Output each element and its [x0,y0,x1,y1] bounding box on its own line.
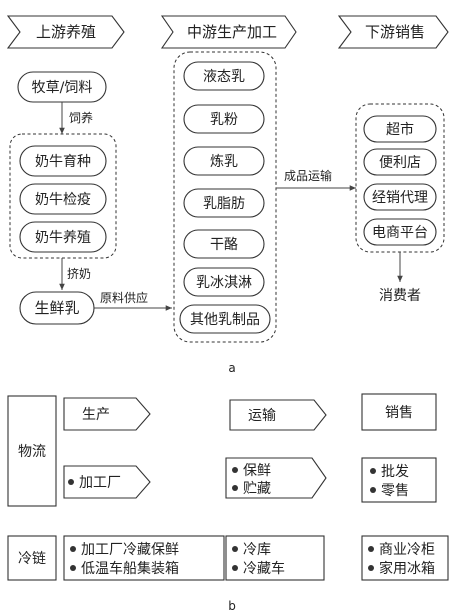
node-liquid-milk: 液态乳 [183,61,265,91]
production-item-box: 加工厂 [63,465,151,499]
milking-edge-label: 挤奶 [67,266,91,281]
node-milk-fat: 乳脂肪 [183,188,265,218]
node-milk-powder: 乳粉 [183,104,265,134]
transport-item-fresh: 保鲜 [243,463,271,479]
stage-downstream-label: 下游销售 [365,23,425,41]
ice-cream-label: 乳冰淇淋 [196,275,252,291]
transport-tag: 运输 [229,399,327,431]
transport-edge-label: 成品运输 [284,168,332,183]
sales-item-retail: 零售 [381,483,409,499]
stage-midstream-label: 中游生产加工 [187,23,277,41]
cold-sales-item-1-bullet [368,546,374,552]
stage-midstream-chevron: 中游生产加工 [160,15,297,49]
transport-items-box: 保鲜 贮藏 [225,457,327,499]
production-tag: 生产 [63,397,151,431]
cold-transport-item-2-bullet [232,565,238,571]
supply-edge-label: 原料供应 [100,290,148,305]
cold-production-box: 加工厂冷藏保鲜 低温车船集装箱 [63,535,225,581]
sales-tag-label: 销售 [385,405,413,421]
caption-b: b [228,599,236,613]
node-cow-quarantine: 奶牛检疫 [19,183,107,215]
node-supermarket: 超市 [363,115,437,143]
node-convenience-store: 便利店 [363,148,437,176]
consumer-label: 消费者 [379,288,421,304]
milk-powder-label: 乳粉 [210,112,238,128]
node-distributor: 经销代理 [363,183,437,211]
sales-item-wholesale: 批发 [381,464,409,480]
ecommerce-label: 电商平台 [372,225,428,241]
cold-transport-box: 冷库 冷藏车 [225,535,325,581]
node-cheese: 干酪 [183,229,265,259]
production-item-label-bullet [68,479,74,485]
transport-item-storage-bullet [232,485,238,491]
production-item-label: 加工厂 [79,475,121,491]
condensed-milk-label: 炼乳 [210,154,238,170]
transport-item-storage: 贮藏 [243,481,271,497]
stage-upstream-chevron: 上游养殖 [6,15,125,49]
node-cow-raising: 奶牛养殖 [19,221,107,253]
milk-fat-label: 乳脂肪 [203,196,245,212]
cold-production-item-1-bullet [70,546,76,552]
cold-transport-item-2: 冷藏车 [243,560,285,577]
node-forage-feed: 牧草/饲料 [17,71,107,103]
supermarket-label: 超市 [386,121,414,138]
cold-sales-item-1: 商业冷柜 [379,542,435,558]
distributor-label: 经销代理 [372,190,428,206]
node-ecommerce: 电商平台 [363,218,437,246]
cold-production-item-2-bullet [70,565,76,571]
cow-group-dashed-box [9,133,117,259]
stage-upstream-label: 上游养殖 [36,23,96,41]
cold-sales-item-2-bullet [368,565,374,571]
cow-quarantine-label: 奶牛检疫 [35,192,91,208]
forage-feed-label: 牧草/饲料 [32,80,93,96]
stage-downstream-chevron: 下游销售 [337,15,449,49]
cheese-label: 干酪 [210,237,238,253]
node-cow-breeding: 奶牛育种 [19,145,107,177]
coldchain-box: 冷链 [7,535,57,581]
node-other-dairy: 其他乳制品 [179,304,271,334]
raw-milk-label: 生鲜乳 [34,299,79,317]
cold-sales-box: 商业冷柜 家用冰箱 [361,535,449,581]
feed-edge-label: 饲养 [69,110,93,125]
transport-item-fresh-bullet [232,467,238,473]
transport-tag-label: 运输 [248,408,276,424]
node-ice-cream: 乳冰淇淋 [183,267,265,297]
coldchain-label: 冷链 [18,551,46,567]
sales-item-wholesale-bullet [370,468,376,474]
cold-transport-item-1: 冷库 [243,542,271,558]
sales-item-retail-bullet [370,487,376,493]
cold-production-item-2: 低温车船集装箱 [81,560,179,577]
cold-transport-item-1-bullet [232,546,238,552]
caption-a: a [228,361,235,375]
other-dairy-label: 其他乳制品 [190,312,260,328]
cow-breeding-label: 奶牛育种 [35,154,91,170]
sales-tag-box: 销售 [361,393,437,431]
cold-production-item-1: 加工厂冷藏保鲜 [81,542,179,558]
liquid-milk-label: 液态乳 [203,69,245,85]
convenience-store-label: 便利店 [379,155,421,171]
node-raw-milk: 生鲜乳 [19,291,95,325]
products-dashed-box [173,51,277,343]
logistics-box: 物流 [7,395,57,507]
cold-sales-item-2: 家用冰箱 [379,560,435,577]
sales-items-box: 批发 零售 [361,457,437,503]
production-tag-label: 生产 [82,407,110,423]
cow-raising-label: 奶牛养殖 [35,229,91,246]
logistics-label: 物流 [18,444,46,460]
node-condensed-milk: 炼乳 [183,146,265,176]
